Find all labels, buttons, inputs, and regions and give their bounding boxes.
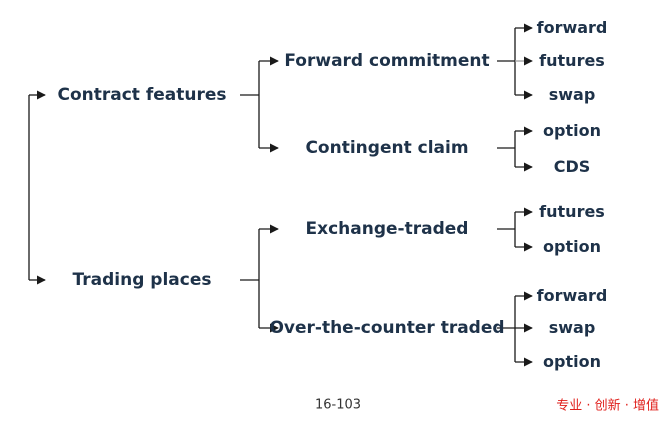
leaf-futures-2: futures [539, 202, 605, 221]
leaf-futures: futures [539, 51, 605, 70]
leaf-swap: swap [548, 85, 596, 104]
leaf-forward: forward [536, 18, 608, 37]
leaf-option-2: option [543, 237, 601, 256]
leaf-forward-2: forward [536, 286, 608, 305]
page-number: 16-103 [314, 397, 362, 413]
leaf-swap-2: swap [548, 318, 596, 337]
brand-slogan: 专业 · 创新 · 增值 [556, 398, 659, 414]
node-trading-places: Trading places [72, 270, 212, 290]
leaf-option: option [543, 121, 601, 140]
node-contract-features: Contract features [57, 85, 227, 105]
node-contingent-claim: Contingent claim [305, 138, 469, 158]
node-forward-commitment: Forward commitment [284, 51, 490, 71]
node-otc-traded: Over-the-counter traded [269, 318, 505, 338]
node-exchange-traded: Exchange-traded [305, 219, 469, 239]
leaf-cds: CDS [553, 157, 591, 176]
leaf-option-3: option [543, 352, 601, 371]
